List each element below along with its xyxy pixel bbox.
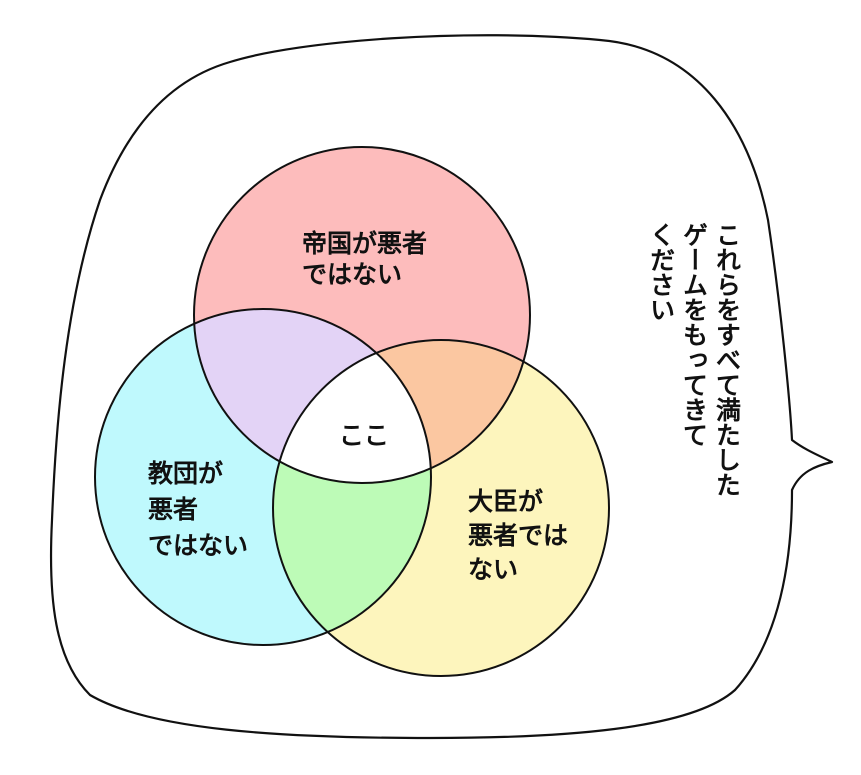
empire-label-line: 帝国が悪者 — [302, 229, 427, 258]
church-label-line: ではない — [148, 531, 248, 560]
church-label: 教団が 悪者 ではない — [148, 459, 248, 560]
empire-label: 帝国が悪者 ではない — [302, 229, 436, 289]
church-label-line: 教団が — [148, 459, 223, 488]
outline-church — [94, 308, 432, 646]
outline-empire — [193, 146, 531, 484]
speech-line-1: これらをすべて満たした — [713, 222, 742, 497]
minister-label-line: 大臣が — [468, 487, 543, 516]
minister-label-line: 悪者では — [468, 521, 568, 550]
speech-line-2: ゲームをもってきて — [680, 222, 709, 447]
outline-minister — [272, 339, 610, 677]
speech-line-3: ください — [647, 222, 676, 322]
minister-label: 大臣が 悪者では ない — [468, 487, 577, 584]
center-label: ここ — [339, 421, 389, 450]
minister-label-line: ない — [468, 555, 518, 584]
overlap-all — [273, 340, 431, 483]
church-label-line: 悪者 — [148, 495, 198, 524]
empire-label-line: ではない — [302, 260, 402, 289]
